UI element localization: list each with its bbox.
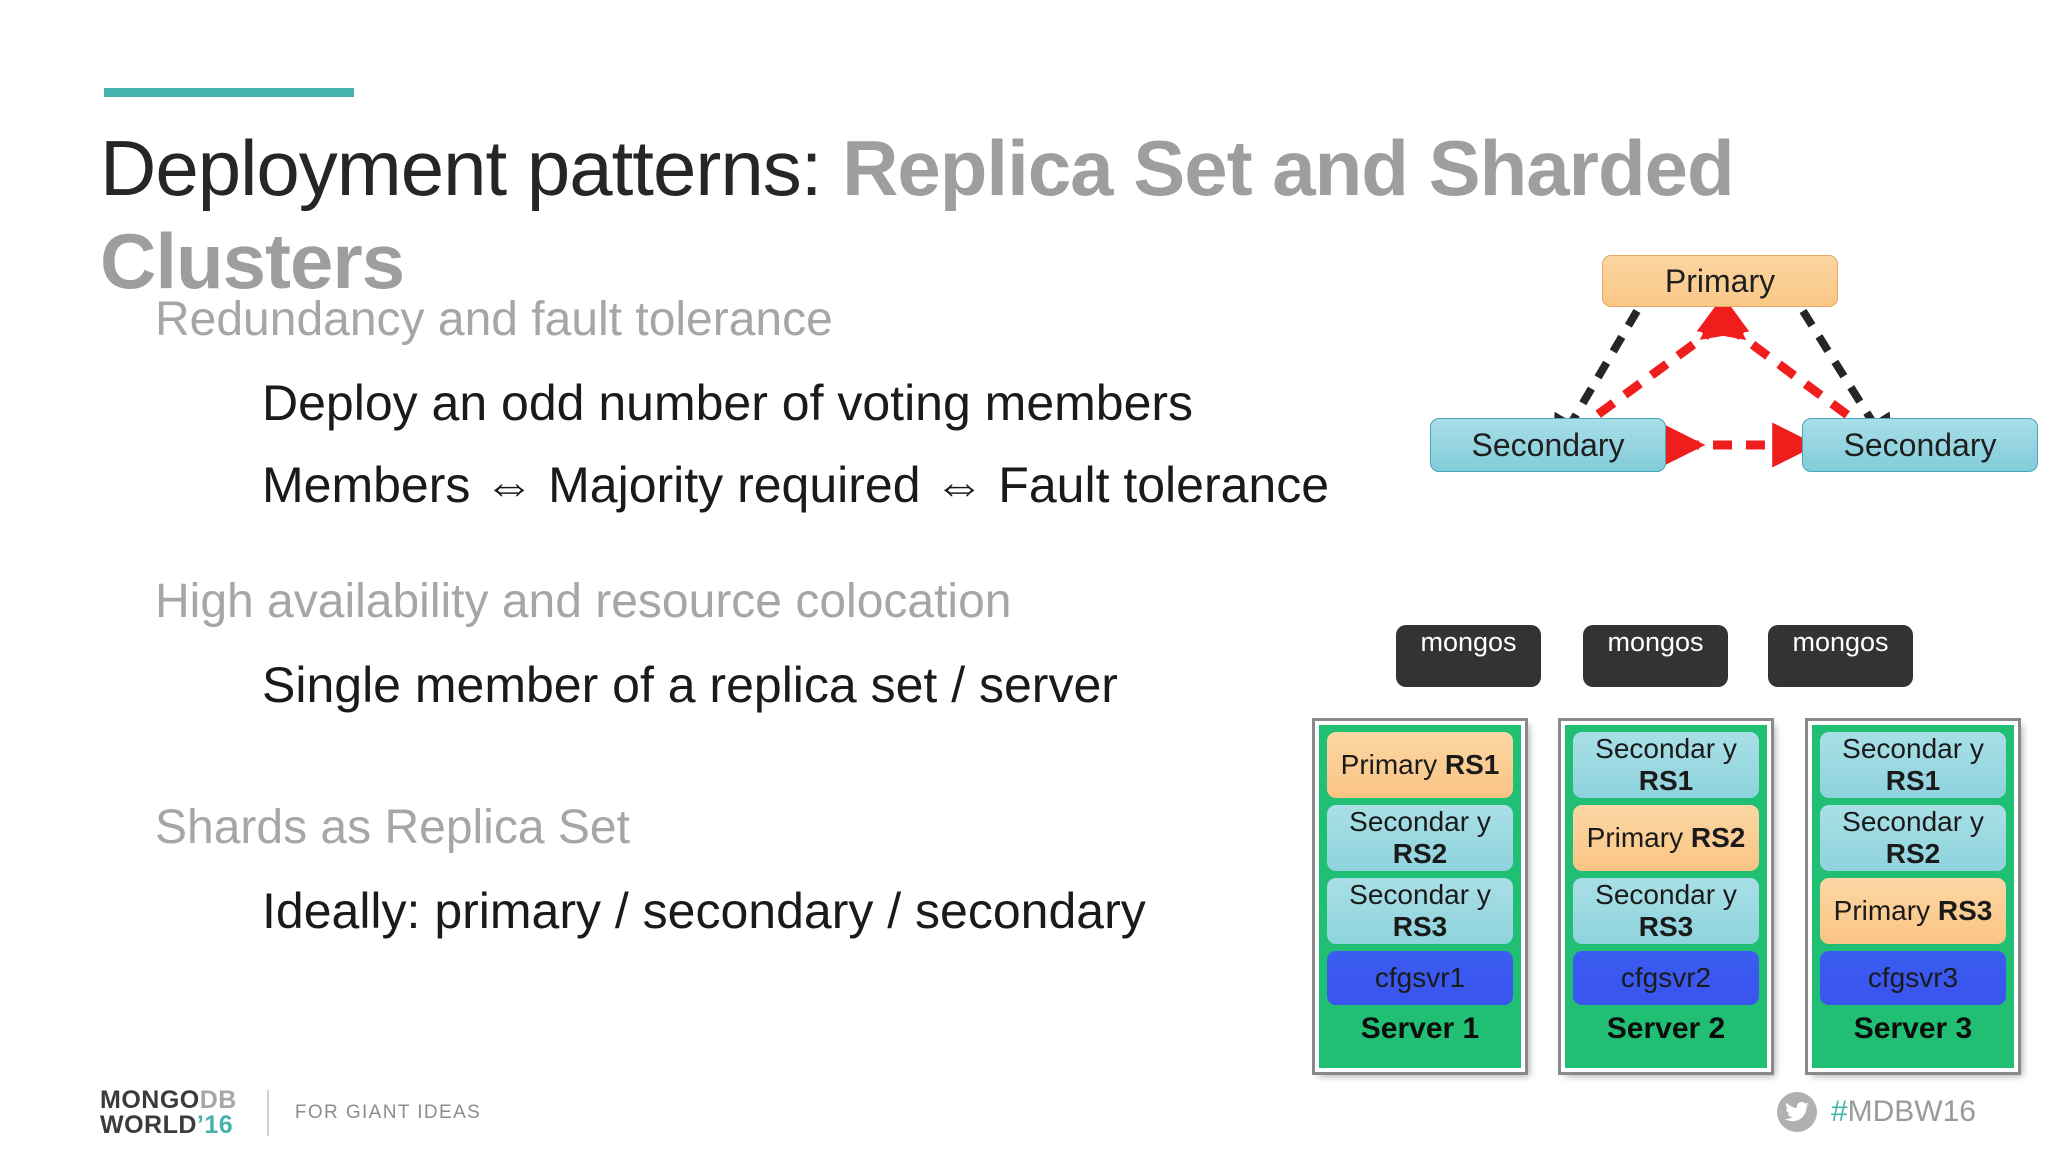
- member-role: Primary: [1340, 749, 1445, 780]
- member-role: Primary: [1586, 822, 1691, 853]
- logo-wordmark: MONGODB WORLD’16: [100, 1088, 237, 1138]
- member-role: cfgsvr3: [1867, 962, 1959, 993]
- bullet-level2: Single member of a replica set / server: [262, 657, 1118, 713]
- member-role: Secondar y: [1842, 806, 1984, 837]
- mongodb-world-logo: MONGODB WORLD’16 FOR GIANT IDEAS: [100, 1088, 481, 1138]
- server-member-box: Primary RS3: [1820, 878, 2006, 944]
- member-rs: RS1: [1885, 765, 1941, 796]
- hashtag-symbol: #: [1830, 1095, 1848, 1128]
- member-role: cfgsvr1: [1374, 962, 1466, 993]
- server-member-box: Secondar y RS2: [1820, 805, 2006, 871]
- logo-mongo-text: MONGO: [100, 1086, 200, 1114]
- member-role: Secondar y: [1349, 806, 1491, 837]
- hashtag-block: #MDBW16: [1776, 1092, 1976, 1132]
- server-member-box: Secondar y RS3: [1327, 878, 1513, 944]
- server-member-box: Secondar y RS1: [1820, 732, 2006, 798]
- member-rs: RS2: [1392, 838, 1448, 869]
- hashtag-label: #MDBW16: [1831, 1095, 1976, 1129]
- sharded-cluster-diagram: mongos mongos mongos Primary RS1 Seconda…: [1312, 625, 2048, 1085]
- server-label: Server 1: [1360, 1012, 1480, 1045]
- server-member-box: Primary RS2: [1573, 805, 1759, 871]
- hashtag-value: MDBW16: [1847, 1095, 1976, 1128]
- logo-tagline: FOR GIANT IDEAS: [294, 1102, 482, 1123]
- member-rs: RS1: [1444, 749, 1500, 780]
- twitter-icon: [1776, 1092, 1817, 1132]
- bullet-level1: Redundancy and fault tolerance: [155, 293, 833, 346]
- logo-line-2: WORLD’16: [100, 1113, 237, 1138]
- logo-world-text: WORLD: [100, 1111, 197, 1139]
- config-server-box: cfgsvr1: [1327, 951, 1513, 1005]
- member-rs: RS2: [1885, 838, 1941, 869]
- logo-year-text: ’16: [196, 1111, 234, 1139]
- server-panel: Secondar y RS1 Secondar y RS2 Primary RS…: [1805, 718, 2021, 1075]
- mongos-router: mongos: [1396, 625, 1541, 687]
- bullet-level2: Deploy an odd number of voting members: [262, 375, 1194, 431]
- member-role: Secondar y: [1842, 733, 1984, 764]
- member-rs: RS3: [1937, 895, 1993, 926]
- bullet-level2: Members ⇔ Majority required ⇔ Fault tole…: [262, 457, 1330, 513]
- member-rs: RS2: [1690, 822, 1746, 853]
- member-rs: RS1: [1638, 765, 1694, 796]
- member-role: Secondar y: [1595, 879, 1737, 910]
- bullet-level2: Ideally: primary / secondary / secondary: [262, 883, 1146, 939]
- member-role: Secondar y: [1595, 733, 1737, 764]
- server-label: Server 3: [1853, 1012, 1973, 1045]
- member-role: Secondar y: [1349, 879, 1491, 910]
- server-panel: Secondar y RS1 Primary RS2 Secondar y RS…: [1558, 718, 1774, 1075]
- replica-node-primary: Primary: [1602, 255, 1838, 307]
- logo-line-1: MONGODB: [100, 1088, 237, 1113]
- mongos-router: mongos: [1768, 625, 1913, 687]
- twitter-bird-glyph: [1784, 1102, 1809, 1122]
- bullet-level1: Shards as Replica Set: [155, 801, 630, 854]
- page-title: Deployment patterns: Replica Set and Sha…: [100, 122, 2000, 308]
- member-rs: RS3: [1638, 911, 1694, 942]
- member-role: Primary: [1833, 895, 1938, 926]
- replica-set-diagram: Primary Secondary Secondary: [1430, 255, 2048, 555]
- logo-db-text: DB: [199, 1086, 237, 1114]
- server-member-box: Secondar y RS2: [1327, 805, 1513, 871]
- page-title-secondary: Replica Set and Sharded Clusters: [100, 124, 1735, 305]
- mongos-router: mongos: [1583, 625, 1728, 687]
- bullet-level1: High availability and resource colocatio…: [155, 575, 1012, 628]
- replica-node-secondary-left: Secondary: [1430, 418, 1666, 472]
- server-label: Server 2: [1606, 1012, 1726, 1045]
- logo-divider: [266, 1090, 269, 1136]
- page-title-primary: Deployment patterns:: [100, 124, 843, 212]
- member-role: cfgsvr2: [1620, 962, 1712, 993]
- server-panel: Primary RS1 Secondar y RS2 Secondar y RS…: [1312, 718, 1528, 1075]
- title-accent-bar: [104, 88, 354, 97]
- replica-node-secondary-right: Secondary: [1802, 418, 2038, 472]
- server-member-box: Secondar y RS1: [1573, 732, 1759, 798]
- server-member-box: Primary RS1: [1327, 732, 1513, 798]
- member-rs: RS3: [1392, 911, 1448, 942]
- config-server-box: cfgsvr3: [1820, 951, 2006, 1005]
- config-server-box: cfgsvr2: [1573, 951, 1759, 1005]
- server-member-box: Secondar y RS3: [1573, 878, 1759, 944]
